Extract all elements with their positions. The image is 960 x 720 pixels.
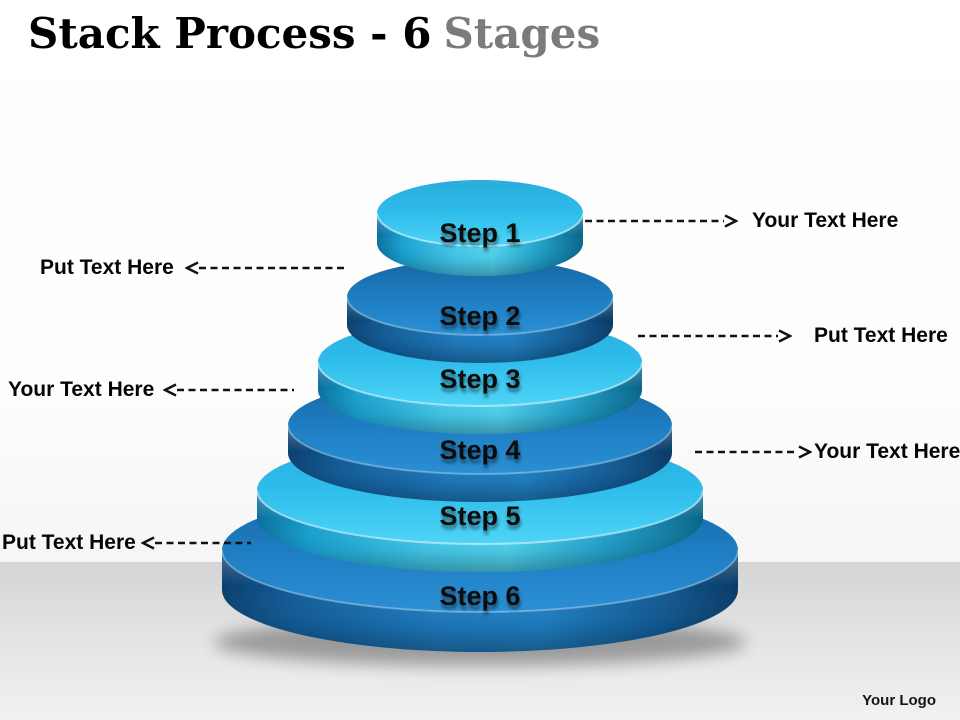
callout-text[interactable]: Put Text Here — [40, 256, 174, 279]
callout-left-2: Your Text Here — [8, 376, 295, 404]
dashed-arrow-left-icon — [140, 536, 251, 550]
callout-left-3: Put Text Here — [2, 529, 251, 557]
title-black-part: Stack Process - 6 — [28, 9, 432, 58]
dashed-arrow-right-icon — [695, 445, 812, 459]
callout-right-3: Your Text Here — [695, 438, 960, 466]
logo-text[interactable]: Your Logo — [862, 692, 936, 709]
step-label-2[interactable]: Step 2 — [439, 301, 521, 331]
step-label-3[interactable]: Step 3 — [439, 364, 521, 394]
dashed-arrow-left-icon — [184, 261, 348, 275]
step-label-5[interactable]: Step 5 — [439, 501, 521, 531]
step-label-4[interactable]: Step 4 — [439, 435, 521, 465]
callout-right-2: Put Text Here — [638, 322, 948, 350]
callout-left-1: Put Text Here — [40, 254, 348, 282]
callout-text[interactable]: Put Text Here — [2, 531, 136, 554]
callout-text[interactable]: Your Text Here — [814, 440, 960, 463]
callout-text[interactable]: Your Text Here — [752, 209, 899, 232]
disc-1 — [376, 180, 584, 276]
step-label-6[interactable]: Step 6 — [439, 581, 521, 611]
callout-text[interactable]: Your Text Here — [8, 378, 155, 401]
dashed-arrow-left-icon — [163, 383, 295, 397]
step-label-1[interactable]: Step 1 — [439, 218, 521, 248]
disc-2 — [346, 259, 614, 363]
dashed-arrow-right-icon — [585, 214, 738, 228]
title-gray-part: Stages — [443, 9, 601, 58]
callout-text[interactable]: Put Text Here — [814, 324, 948, 347]
callout-right-1: Your Text Here — [585, 207, 898, 235]
dashed-arrow-right-icon — [638, 329, 792, 343]
